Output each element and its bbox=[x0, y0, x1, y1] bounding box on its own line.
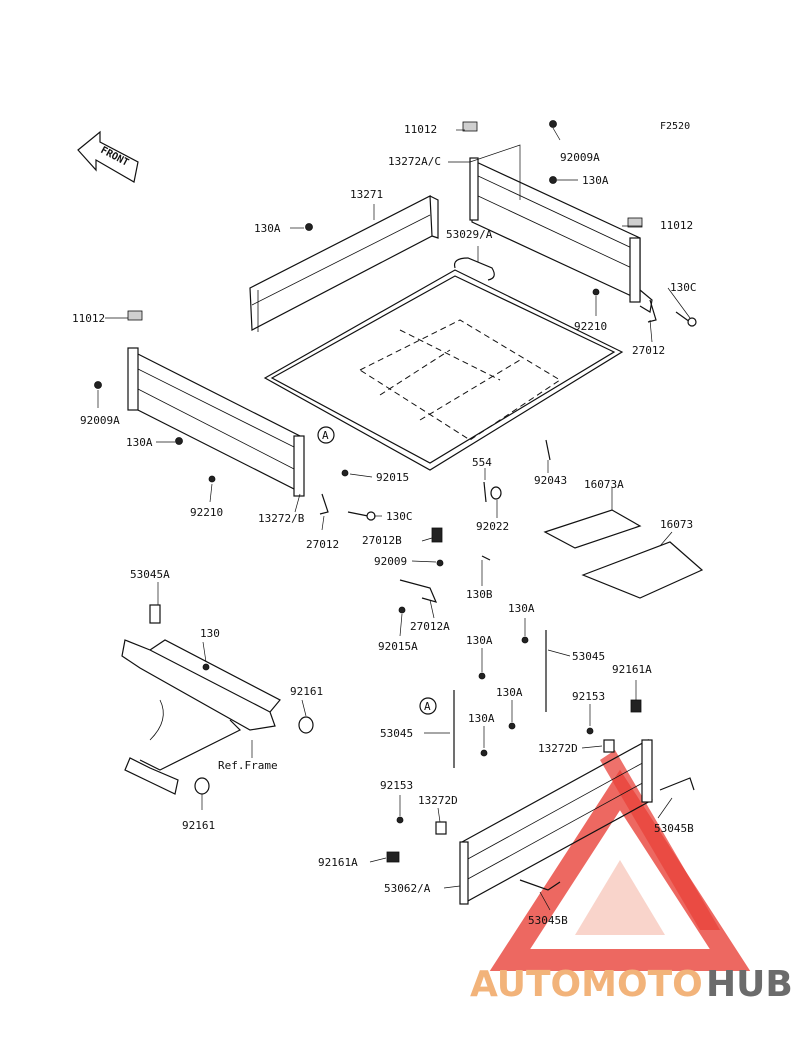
part-label: 53045A bbox=[130, 568, 170, 581]
right-side-panel bbox=[462, 121, 653, 313]
part-label: 27012A bbox=[410, 620, 450, 633]
part-label: 130A bbox=[496, 686, 523, 699]
part-label: 130A bbox=[508, 602, 535, 615]
part-label: 92022 bbox=[476, 520, 509, 533]
svg-text:A: A bbox=[322, 429, 329, 442]
part-label: 16073A bbox=[584, 478, 624, 491]
part-label: 130C bbox=[670, 281, 697, 294]
part-label: 554 bbox=[472, 456, 492, 469]
part-label: 27012 bbox=[632, 344, 665, 357]
part-label: 53062/A bbox=[384, 882, 431, 895]
part-label: 13272/B bbox=[258, 512, 305, 525]
svg-text:A: A bbox=[424, 700, 431, 713]
part-label: 13272A/C bbox=[388, 155, 441, 168]
front-arrow-icon: FRONT bbox=[77, 130, 139, 183]
part-label: 92009A bbox=[560, 151, 600, 164]
support-cables bbox=[453, 630, 547, 768]
part-label: 130C bbox=[386, 510, 413, 523]
part-label: 27012 bbox=[306, 538, 339, 551]
part-label: 11012 bbox=[660, 219, 693, 232]
part-label: 13272D bbox=[418, 794, 458, 807]
part-label: 92015 bbox=[376, 471, 409, 484]
part-label: 92009 bbox=[374, 555, 407, 568]
part-label: 53029/A bbox=[446, 228, 493, 241]
callout-a-lower: A bbox=[419, 697, 437, 715]
watermark-logo-icon bbox=[489, 750, 751, 971]
cargo-bed-floor bbox=[263, 257, 624, 471]
part-label: 92153 bbox=[572, 690, 605, 703]
part-label: 92161A bbox=[318, 856, 358, 869]
part-label: 13271 bbox=[350, 188, 383, 201]
part-label: 130A bbox=[254, 222, 281, 235]
callout-a-upper: A bbox=[317, 426, 335, 444]
part-label: 92161 bbox=[182, 819, 215, 832]
part-label: 92210 bbox=[574, 320, 607, 333]
leader-lines bbox=[97, 127, 691, 911]
part-label: 53045B bbox=[528, 914, 568, 927]
part-label: Ref.Frame bbox=[218, 759, 278, 772]
part-label: 92161A bbox=[612, 663, 652, 676]
watermark-part1: AUTOMOTO bbox=[470, 964, 703, 1005]
part-label: 130A bbox=[466, 634, 493, 647]
part-label: 92043 bbox=[534, 474, 567, 487]
part-label: 13272D bbox=[538, 742, 578, 755]
part-label: 92009A bbox=[80, 414, 120, 427]
tailgate-assembly bbox=[386, 699, 695, 905]
part-label: 53045B bbox=[654, 822, 694, 835]
upper-hardware bbox=[94, 120, 704, 614]
part-label: 130A bbox=[468, 712, 495, 725]
watermark-part2: HUB bbox=[706, 964, 793, 1005]
part-label: 92210 bbox=[190, 506, 223, 519]
part-label: 130A bbox=[582, 174, 609, 187]
part-label: 53045 bbox=[572, 650, 605, 663]
watermark-text: AUTOMOTO HUB bbox=[470, 964, 793, 1005]
left-side-panel bbox=[127, 310, 305, 497]
part-label: 27012B bbox=[362, 534, 402, 547]
part-label: 130 bbox=[200, 627, 220, 640]
part-label: 92153 bbox=[380, 779, 413, 792]
part-label: 53045 bbox=[380, 727, 413, 740]
part-label: 92161 bbox=[290, 685, 323, 698]
part-label: 16073 bbox=[660, 518, 693, 531]
part-label: 92015A bbox=[378, 640, 418, 653]
part-label: 130B bbox=[466, 588, 493, 601]
part-label: 11012 bbox=[404, 123, 437, 136]
part-labels: 11012 92009A 13272A/C 130A 11012 13271 5… bbox=[72, 123, 697, 927]
part-label: 130A bbox=[126, 436, 153, 449]
figure-code: F2520 bbox=[660, 121, 690, 132]
front-panel bbox=[249, 195, 439, 332]
part-label: 11012 bbox=[72, 312, 105, 325]
